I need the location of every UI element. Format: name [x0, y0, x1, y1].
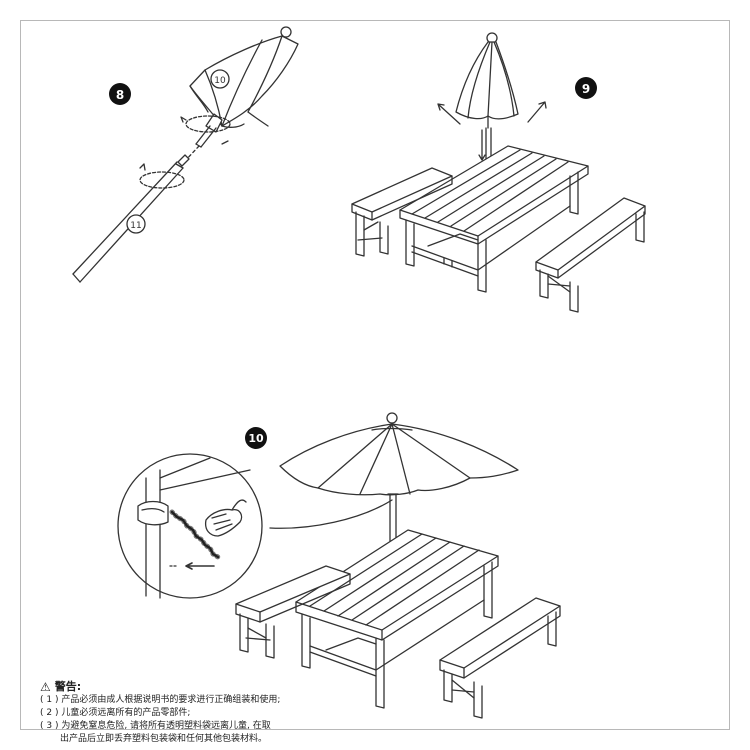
warning-line-3: ( 3 ) 为避免窒息危险, 请将所有透明塑料袋远离儿童, 在取	[40, 721, 271, 731]
step-9-table-with-closed-umbrella	[351, 32, 646, 313]
part-label-11: 11	[126, 214, 146, 234]
step-8-badge: 8	[109, 83, 131, 105]
warning-line-4: 出产品后立即丢弃塑料包装袋和任何其他包装材料。	[60, 734, 268, 744]
svg-text:10: 10	[214, 76, 226, 86]
svg-text:10: 10	[248, 432, 264, 445]
svg-text:8: 8	[116, 88, 124, 102]
step-10-badge: 10	[245, 427, 267, 449]
svg-text:11: 11	[130, 221, 141, 231]
chain-detail-callout	[117, 453, 263, 599]
warning-title: 警告:	[54, 680, 82, 693]
warning-header: ⚠ 警告:	[40, 680, 280, 693]
svg-text:9: 9	[582, 82, 590, 96]
warning-line-1: ( 1 ) 产品必须由成人根据说明书的要求进行正确组装和使用;	[40, 695, 281, 705]
step-10-open-umbrella-table	[235, 412, 561, 719]
warning-line-2: ( 2 ) 儿童必须远离所有的产品零部件;	[40, 708, 191, 718]
page-frame	[20, 20, 730, 730]
warning-section: ⚠ 警告: ( 1 ) 产品必须由成人根据说明书的要求进行正确组装和使用; ( …	[40, 680, 280, 746]
part-label-10: 10	[210, 69, 230, 89]
warning-triangle-icon: ⚠	[40, 679, 51, 694]
step-9-badge: 9	[575, 77, 597, 99]
step-8-closed-umbrella	[72, 26, 299, 283]
